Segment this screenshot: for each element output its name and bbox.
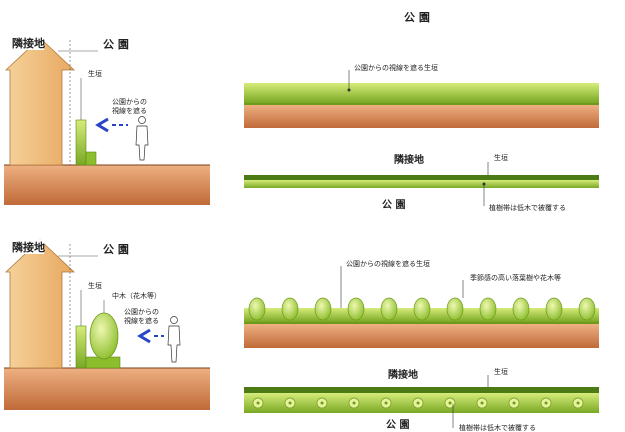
ground-cover-note: 植樹帯は低木で被覆する	[459, 423, 536, 432]
hedge-callout: 公園からの視線を遮る生垣	[346, 259, 430, 268]
shrub-center	[512, 401, 516, 405]
hedge-callout: 公園からの視線を遮る生垣	[354, 63, 438, 72]
mid-tree	[89, 312, 119, 360]
section-bottom-left: 隣接地 公 園 生垣 中木（花木等） 公園からの 視線を遮る	[4, 239, 210, 410]
hedge-label: 生垣	[494, 367, 508, 376]
neighbor-label: 隣接地	[12, 240, 45, 254]
planting-band	[244, 180, 599, 188]
neighbor-label: 隣接地	[394, 153, 424, 166]
tree-icon	[347, 297, 365, 321]
tree-icon	[578, 297, 596, 321]
neighbor-building	[4, 239, 76, 369]
park-label: 公 園	[386, 419, 409, 431]
tree-icon	[512, 297, 530, 321]
shrub-center	[256, 401, 260, 405]
tree-icon	[479, 297, 497, 321]
park-label: 公 園	[382, 199, 405, 211]
ground-band	[244, 105, 599, 128]
person-icon	[135, 116, 149, 161]
shrub-center	[480, 401, 484, 405]
view-block-label-2: 視線を遮る	[124, 316, 159, 325]
tree-icon	[413, 297, 431, 321]
shrub-center	[576, 401, 580, 405]
ground	[4, 368, 210, 410]
park-label: 公 園	[404, 11, 430, 24]
view-block-label-1: 公園からの	[124, 308, 159, 316]
shrub-label: 中木（花木等）	[112, 291, 161, 300]
shrub-center	[448, 401, 452, 405]
hedge-band	[244, 83, 599, 103]
shrub-center	[416, 401, 420, 405]
hedge-label: 生垣	[494, 153, 508, 162]
tree-icon	[314, 297, 332, 321]
hedge-label: 生垣	[88, 69, 102, 78]
section-top-left: 隣接地 公 園 生垣 公園からの 視線を遮る	[4, 36, 210, 205]
neighbor-label: 隣接地	[388, 368, 418, 381]
deciduous-trees	[248, 297, 596, 321]
tree-icon	[446, 297, 464, 321]
shrub-center	[384, 401, 388, 405]
shrub-center	[288, 401, 292, 405]
shrub-center	[352, 401, 356, 405]
tree-icon	[248, 297, 266, 321]
hedge-strip	[244, 175, 599, 180]
hedge	[75, 325, 87, 369]
plan-4: 隣接地 生垣 公 園 植樹帯は低木で被覆する	[244, 367, 599, 432]
view-block-label-1: 公園からの	[112, 98, 147, 106]
tree-icon	[545, 297, 563, 321]
hedge-strip	[244, 387, 599, 393]
person-icon	[167, 316, 181, 363]
neighbor-building	[4, 37, 76, 166]
tree-icon	[281, 297, 299, 321]
sightline-arrow-icon	[137, 328, 151, 344]
ground-cover-note: 植樹帯は低木で被覆する	[489, 203, 566, 212]
shrub-center	[320, 401, 324, 405]
neighbor-label: 隣接地	[12, 36, 45, 50]
ground-band	[244, 324, 599, 348]
shrub-center	[544, 401, 548, 405]
tree-callout: 季節感の高い落葉樹や花木等	[470, 273, 561, 282]
plan-3: 公園からの視線を遮る生垣 季節感の高い落葉樹や花木等	[244, 259, 599, 348]
view-block-label-2: 視線を遮る	[112, 106, 147, 115]
sightline-arrow-icon	[95, 117, 109, 133]
low-shrubs	[252, 397, 584, 409]
tree-icon	[380, 297, 398, 321]
hedge	[75, 119, 87, 166]
plan-2: 隣接地 生垣 公 園 植樹帯は低木で被覆する	[244, 153, 599, 212]
plan-1: 公 園 公園からの視線を遮る生垣	[244, 11, 599, 128]
park-label: 公 園	[103, 38, 129, 51]
ground	[4, 165, 210, 205]
hedge-label: 生垣	[88, 281, 102, 290]
park-label: 公 園	[103, 243, 129, 256]
